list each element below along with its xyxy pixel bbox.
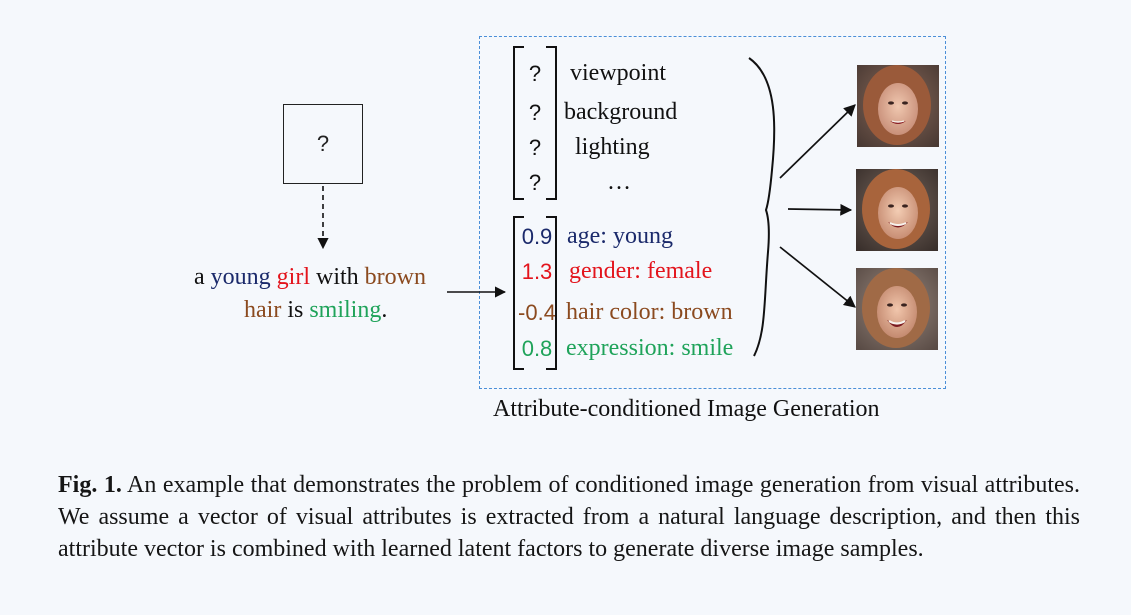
unknown-attr-value: ? [528, 100, 542, 125]
figure-label: Fig. 1. [58, 472, 122, 498]
generation-caption: Attribute-conditioned Image Generation [493, 396, 880, 422]
unknown-attr-value: ? [528, 135, 542, 160]
generated-face-2 [856, 169, 938, 251]
arrow-to-face-2 [787, 203, 853, 216]
curly-brace [748, 57, 776, 357]
sentence-word: hair [244, 297, 282, 323]
description-line-2: hair is smiling. [244, 294, 387, 326]
sentence-word: . [381, 297, 388, 323]
known-attr-label: age: young [567, 223, 673, 249]
sentence-word: brown [364, 264, 426, 290]
unknown-attr-label: … [607, 169, 631, 195]
sentence-word: is [281, 297, 310, 323]
known-attr-value: -0.4 [518, 300, 556, 325]
description-line-1: a young girl with brown [194, 261, 426, 293]
unknown-attr-label: background [564, 99, 678, 125]
sentence-word: young [210, 264, 271, 290]
unknown-attr-value: ? [528, 61, 542, 86]
arrow-to-face-3 [779, 246, 856, 308]
attribute-generation-box [479, 36, 946, 389]
known-attr-label: hair color: brown [566, 299, 733, 325]
unknown-attr-value: ? [528, 170, 542, 195]
sentence-word: smiling [309, 297, 382, 323]
face-image-3 [856, 268, 938, 350]
question-mark: ? [316, 131, 330, 156]
sentence-word: girl [276, 264, 310, 290]
unknown-attr-label: lighting [575, 134, 650, 160]
arrow-to-face-1 [779, 104, 856, 179]
generated-face-3 [856, 268, 938, 350]
known-attr-label: expression: smile [566, 335, 734, 361]
known-attr-value: 0.9 [521, 224, 553, 249]
known-attr-value: 0.8 [521, 336, 553, 361]
generated-face-1 [857, 65, 939, 147]
face-image-1 [857, 65, 939, 147]
known-attr-value: 1.3 [521, 259, 553, 284]
unknown-input-box: ? [283, 104, 363, 184]
figure-caption: Fig. 1. An example that demonstrates the… [58, 469, 1080, 565]
unknown-attr-label: viewpoint [570, 60, 666, 86]
face-image-2 [856, 169, 938, 251]
figure-caption-text: An example that demonstrates the problem… [58, 472, 1080, 562]
known-attr-label: gender: female [569, 258, 713, 284]
known-vector-bracket [513, 216, 557, 370]
sentence-word: a [194, 264, 211, 290]
sentence-word: with [309, 264, 365, 290]
unknown-vector-bracket [513, 46, 557, 200]
